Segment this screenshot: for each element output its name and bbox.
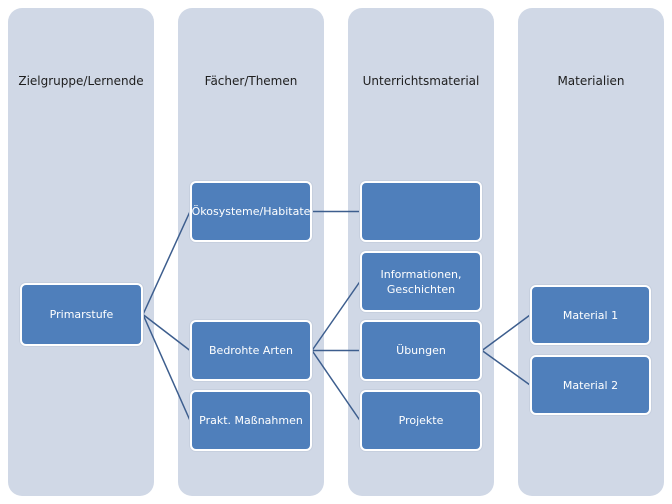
column-zielgruppe: Zielgruppe/Lernende [8,8,154,496]
node-prakt-massnahmen[interactable]: Prakt. Maßnahmen [190,390,312,451]
node-bedrohte-arten[interactable]: Bedrohte Arten [190,320,312,381]
column-materialien: Materialien [518,8,664,496]
node-unterricht-empty[interactable] [360,181,482,242]
column-title: Materialien [557,74,625,88]
node-projekte[interactable]: Projekte [360,390,482,451]
node-material-2[interactable]: Material 2 [530,355,651,415]
node-primarstufe[interactable]: Primarstufe [20,283,143,346]
column-title: Unterrichtsmaterial [362,74,480,88]
column-title: Zielgruppe/Lernende [18,74,144,88]
node-oekosysteme-habitate[interactable]: Ökosysteme/Habitate [190,181,312,242]
node-uebungen[interactable]: Übungen [360,320,482,381]
node-informationen-geschichten[interactable]: Informationen, Geschichten [360,251,482,312]
column-title: Fächer/Themen [204,74,298,88]
node-material-1[interactable]: Material 1 [530,285,651,345]
